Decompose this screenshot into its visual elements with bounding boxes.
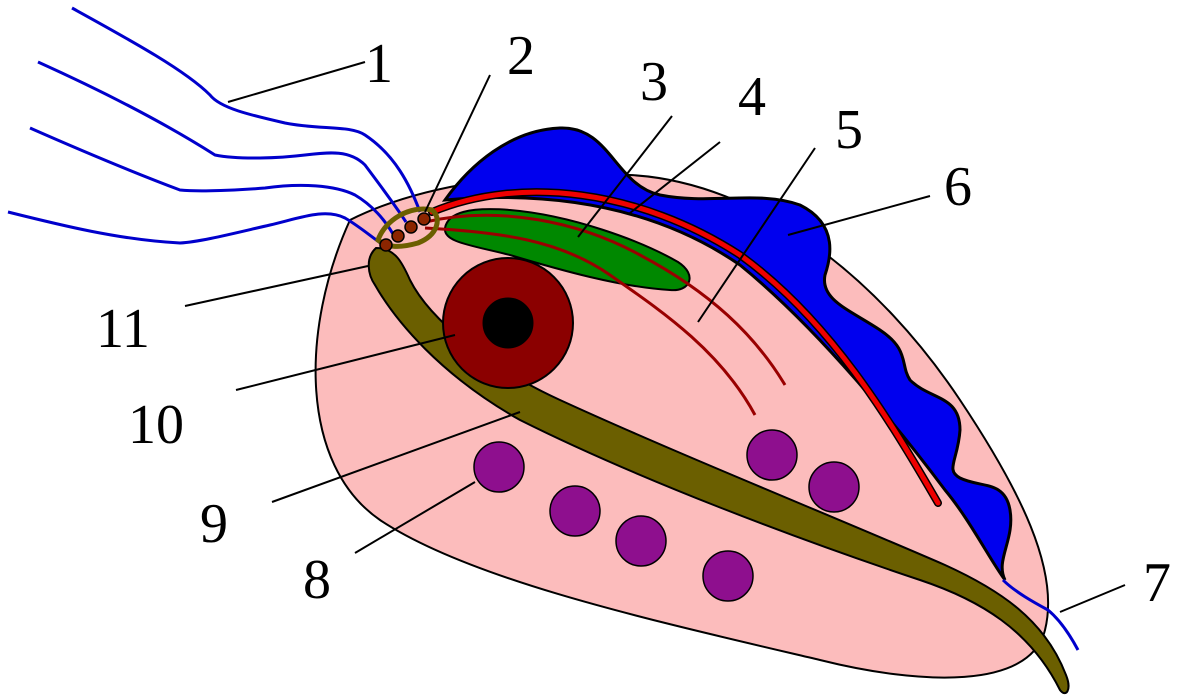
granule — [746, 429, 798, 481]
flagellum — [29, 126, 395, 235]
anterior-flagella — [7, 6, 422, 248]
axostyle-filaments — [424, 213, 787, 416]
leader-lines — [184, 61, 1126, 613]
leader-4 — [629, 141, 721, 214]
undulating-membrane — [441, 126, 1013, 581]
granule — [702, 550, 754, 602]
leader-7 — [1059, 584, 1126, 613]
hydrogenosome-granules — [473, 429, 860, 602]
fiber — [424, 213, 787, 386]
flagellum — [7, 210, 386, 248]
granule — [549, 485, 601, 537]
granule — [473, 441, 525, 493]
number-labels: 1 2 3 4 5 6 7 8 9 10 11 — [96, 25, 1171, 614]
label-6: 6 — [944, 156, 972, 218]
label-8: 8 — [303, 549, 331, 611]
flagellum — [37, 60, 408, 223]
leader-9 — [271, 411, 521, 503]
basal-body — [404, 220, 418, 234]
basal-body-complex — [375, 206, 440, 252]
leader-8 — [354, 481, 476, 554]
granule — [808, 461, 860, 513]
costa-fiber-core — [429, 189, 941, 506]
basal-body — [379, 238, 393, 252]
label-11: 11 — [96, 298, 150, 360]
label-5: 5 — [835, 99, 863, 161]
parabasal-body — [443, 208, 691, 292]
trailing-flagellum — [1001, 578, 1080, 651]
label-3: 3 — [640, 51, 668, 113]
basal-body — [417, 212, 431, 226]
label-4: 4 — [738, 66, 766, 128]
blepharoplast-ring — [375, 206, 440, 249]
leader-1 — [227, 61, 366, 103]
label-7: 7 — [1143, 552, 1171, 614]
fiber — [424, 226, 757, 416]
flagellum — [71, 6, 422, 213]
basal-body — [391, 229, 405, 243]
leader-3 — [577, 115, 673, 238]
granule — [615, 515, 667, 567]
leader-11 — [184, 265, 369, 307]
label-2: 2 — [507, 25, 535, 87]
label-9: 9 — [200, 493, 228, 555]
label-1: 1 — [365, 33, 393, 95]
label-10: 10 — [128, 394, 184, 456]
nucleolus — [482, 297, 534, 349]
leader-6 — [787, 195, 931, 236]
leader-10 — [235, 334, 456, 391]
leader-5 — [697, 147, 816, 323]
leader-2 — [424, 74, 491, 213]
